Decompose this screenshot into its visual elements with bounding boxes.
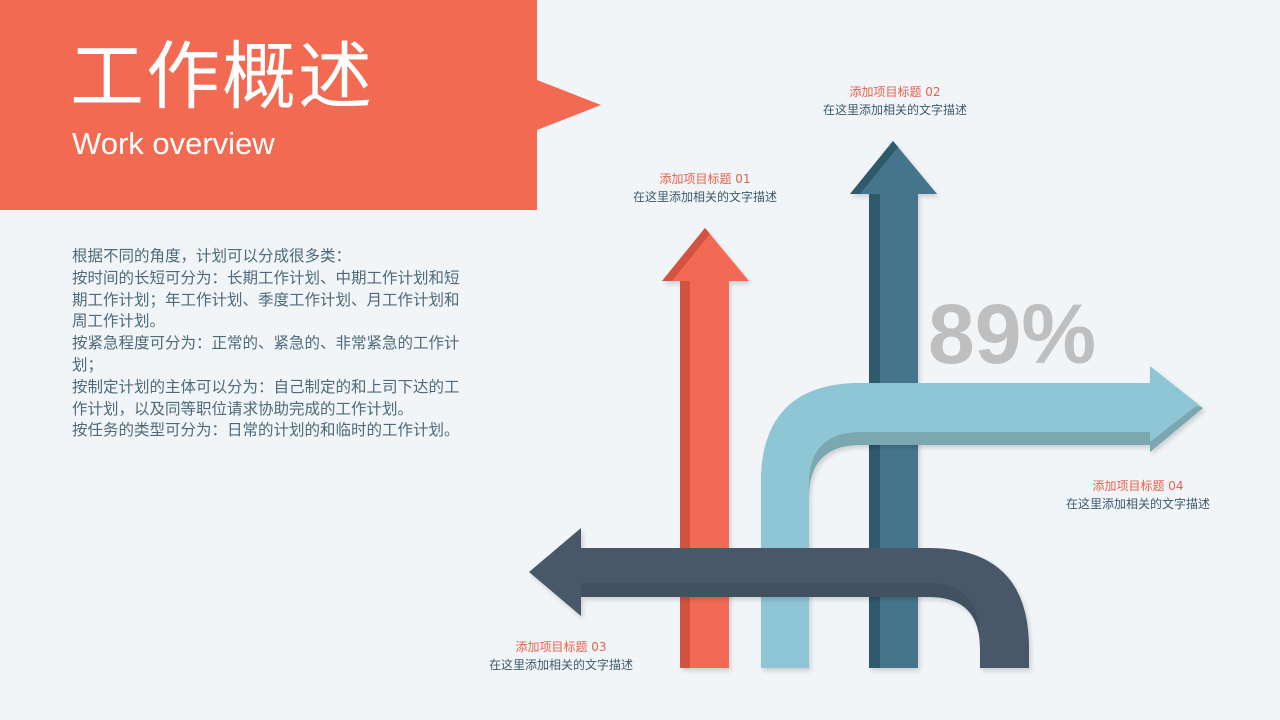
page-subtitle: Work overview	[72, 126, 275, 161]
body-paragraph: 根据不同的角度，计划可以分成很多类：	[72, 247, 352, 265]
item-title: 添加项目标题 01	[659, 172, 751, 186]
item-title: 添加项目标题 04	[1092, 479, 1184, 493]
title-banner	[0, 0, 601, 210]
arrow-left-slate	[529, 528, 1029, 668]
arrow-up-orange	[662, 228, 749, 668]
item-desc: 在这里添加相关的文字描述	[632, 190, 777, 204]
item-desc: 在这里添加相关的文字描述	[488, 658, 633, 672]
item-label-04: 添加项目标题 04 在这里添加相关的文字描述	[1053, 477, 1223, 513]
item-desc: 在这里添加相关的文字描述	[1065, 497, 1210, 511]
body-paragraph: 按制定计划的主体可以分为：自己制定的和上司下达的工作计划，以及同等职位请求协助完…	[72, 377, 460, 418]
item-label-01: 添加项目标题 01 在这里添加相关的文字描述	[620, 170, 790, 206]
item-title: 添加项目标题 02	[849, 85, 941, 99]
item-title: 添加项目标题 03	[515, 640, 607, 654]
body-paragraph: 按任务的类型可分为：日常的计划的和临时的工作计划。	[72, 421, 460, 440]
body-paragraph: 按紧急程度可分为：正常的、紧急的、非常紧急的工作计划；	[72, 334, 460, 374]
item-label-03: 添加项目标题 03 在这里添加相关的文字描述	[476, 638, 646, 674]
item-desc: 在这里添加相关的文字描述	[822, 103, 967, 117]
arrow-right-light-blue	[761, 366, 1203, 668]
page-title: 工作概述	[70, 34, 374, 120]
body-paragraph: 按时间的长短可分为：长期工作计划、中期工作计划和短期工作计划；年工作计划、季度工…	[72, 268, 460, 331]
stat-percentage: 89%	[928, 287, 1097, 381]
body-text: 根据不同的角度，计划可以分成很多类： 按时间的长短可分为：长期工作计划、中期工作…	[72, 246, 472, 442]
item-label-02: 添加项目标题 02 在这里添加相关的文字描述	[810, 83, 980, 119]
